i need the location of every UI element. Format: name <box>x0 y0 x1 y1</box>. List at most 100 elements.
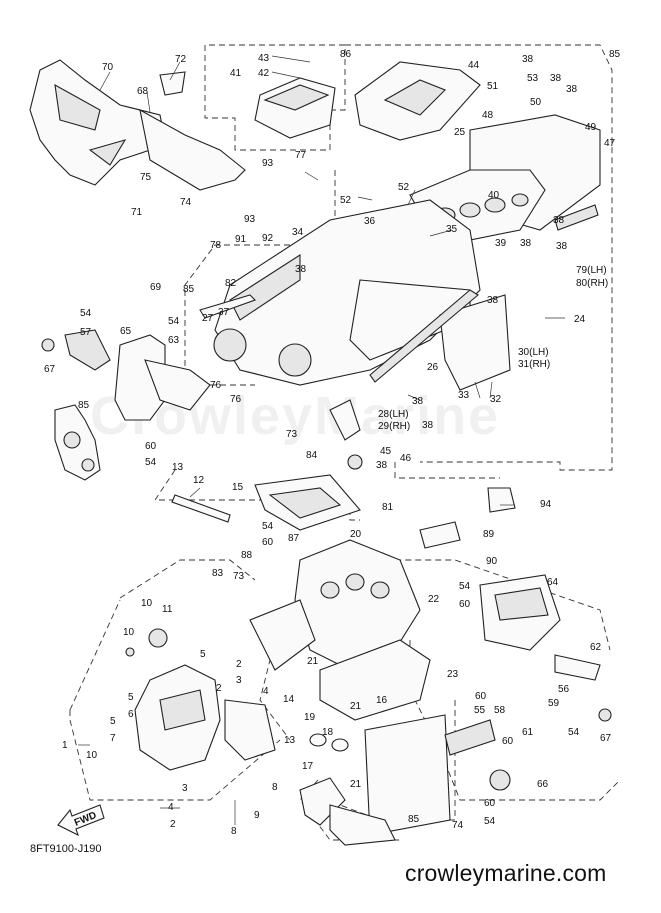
callout-label: 78 <box>210 240 222 251</box>
fwd-label: FWD <box>73 810 98 829</box>
callout-label: 54 <box>459 581 471 592</box>
callout-label: 13 <box>172 462 184 473</box>
callout-label: 70 <box>102 62 114 73</box>
callout-label: 30(LH) <box>518 347 549 358</box>
callout-label: 67 <box>600 733 612 744</box>
callout-label: 50 <box>530 97 542 108</box>
callout-label: 49 <box>585 122 597 133</box>
callout-label: 60 <box>459 599 471 610</box>
callout-label: 44 <box>468 60 480 71</box>
callout-label: 68 <box>137 86 149 97</box>
callout-label: 93 <box>244 214 256 225</box>
callout-label: 52 <box>340 195 352 206</box>
leader-lines <box>78 61 565 825</box>
callout-label: 12 <box>193 475 205 486</box>
callout-label: 34 <box>292 227 304 238</box>
callout-label: 56 <box>558 684 570 695</box>
callout-label: 29(RH) <box>378 421 410 432</box>
callout-label: 31(RH) <box>518 359 550 370</box>
callout-label: 38 <box>295 264 307 275</box>
callout-label: 20 <box>350 529 362 540</box>
lower-parts <box>299 733 396 846</box>
callout-label: 60 <box>145 441 157 452</box>
callout-label: 89 <box>483 529 495 540</box>
callout-label: 21 <box>350 701 362 712</box>
callout-label: 27 <box>202 313 214 324</box>
callout-label: 54 <box>168 316 180 327</box>
callout-label: 33 <box>458 390 470 401</box>
left-bracket-part <box>41 329 211 421</box>
callout-label: 58 <box>494 705 506 716</box>
callout-label: 21 <box>307 656 319 667</box>
callout-label: 80(RH) <box>576 278 608 289</box>
callout-label: 92 <box>262 233 274 244</box>
callout-label: 11 <box>162 604 173 615</box>
callout-label: 72 <box>175 54 187 65</box>
callout-label: 85 <box>183 284 195 295</box>
callout-label: 48 <box>482 110 494 121</box>
upper-bar-part <box>171 474 361 531</box>
callout-label: 54 <box>568 727 580 738</box>
callout-label: 82 <box>225 278 237 289</box>
callout-label: 90 <box>486 556 498 567</box>
callout-label: 26 <box>427 362 439 373</box>
callout-label: 57 <box>80 327 92 338</box>
callout-label: 32 <box>490 394 502 405</box>
callout-label: 28(LH) <box>378 409 409 420</box>
callout-label: 4 <box>263 686 269 697</box>
callout-label: 2 <box>236 659 242 670</box>
callout-label: 69 <box>150 282 162 293</box>
callout-label: 66 <box>537 779 549 790</box>
callout-label: 19 <box>304 712 316 723</box>
callout-label: 67 <box>44 364 56 375</box>
callout-label: 25 <box>454 127 466 138</box>
callout-label: 3 <box>182 783 188 794</box>
callout-label: 75 <box>140 172 152 183</box>
callout-label: 38 <box>487 295 499 306</box>
callout-label: 61 <box>522 727 534 738</box>
callout-label: 8 <box>231 826 237 837</box>
callout-label: 10 <box>123 627 135 638</box>
callout-label: 77 <box>295 150 307 161</box>
callout-label: 94 <box>540 499 552 510</box>
top-panel-part <box>354 61 481 141</box>
callout-label: 1 <box>62 740 68 751</box>
callout-label: 22 <box>428 594 440 605</box>
callout-label: 9 <box>254 810 260 821</box>
callout-label: 51 <box>487 81 499 92</box>
callout-label: 86 <box>340 49 352 60</box>
callout-label: 60 <box>475 691 487 702</box>
callout-label: 53 <box>527 73 539 84</box>
right-guard-part <box>364 574 612 836</box>
callout-label: 38 <box>520 238 532 249</box>
fwd-arrow-icon: FWD <box>57 804 105 837</box>
callout-label: 2 <box>216 683 222 694</box>
callout-label: 5 <box>200 649 206 660</box>
callout-label: 52 <box>398 182 410 193</box>
callout-label: 83 <box>212 568 224 579</box>
diagram-code: 8FT9100-J190 <box>30 843 102 855</box>
callout-label: 54 <box>145 457 157 468</box>
callout-label: 54 <box>484 816 496 827</box>
callout-label: 4 <box>168 802 174 813</box>
callout-label: 8 <box>272 782 278 793</box>
callout-label: 21 <box>350 779 362 790</box>
upper-box-part <box>254 55 336 139</box>
callout-label: 38 <box>412 396 424 407</box>
callout-label: 42 <box>258 68 270 79</box>
callout-label: 76 <box>210 380 222 391</box>
callout-label: 60 <box>502 736 514 747</box>
nosepan-part <box>29 59 246 191</box>
callout-label: 73 <box>233 571 245 582</box>
callout-label: 85 <box>609 49 621 60</box>
callout-label: 79(LH) <box>576 265 607 276</box>
callout-label: 62 <box>590 642 602 653</box>
callout-label: 73 <box>286 429 298 440</box>
callout-label: 47 <box>604 138 616 149</box>
callout-label: 40 <box>488 190 500 201</box>
callout-labels: 70 72 68 43 41 42 86 44 38 85 53 51 38 3… <box>44 49 621 837</box>
rear-brackets-part <box>329 399 516 549</box>
callout-label: 87 <box>288 533 300 544</box>
callout-label: 15 <box>232 482 244 493</box>
